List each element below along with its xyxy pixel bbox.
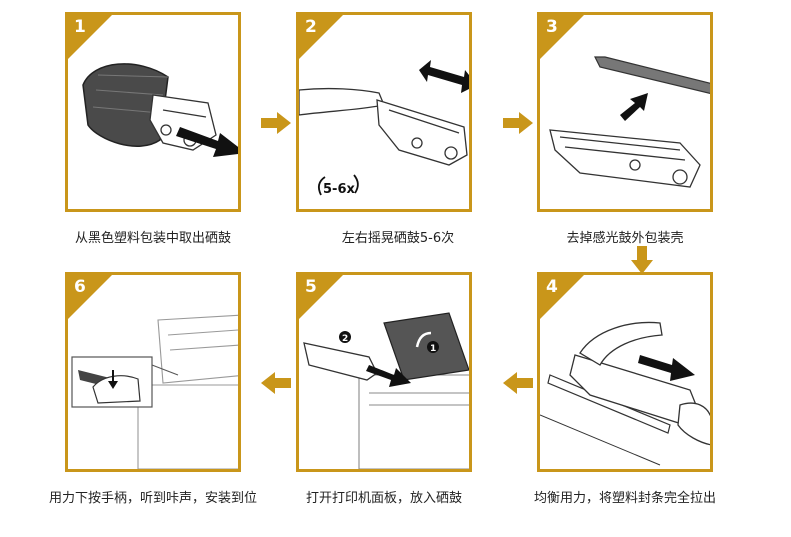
pull-arrow: [176, 127, 238, 157]
step-3-badge: 3: [540, 15, 584, 59]
step-2-panel: 2 5-6x: [296, 12, 472, 212]
protective-cover: [594, 56, 710, 95]
step-4-caption: 均衡用力，将塑料封条完全拉出: [533, 491, 716, 506]
step-2-caption: 左右摇晃硒鼓5-6次: [341, 231, 455, 246]
step-5-caption: 打开打印机面板，放入硒鼓: [305, 491, 462, 506]
flow-arrow-4-5: [503, 372, 533, 394]
step-6-illustration: [71, 314, 238, 469]
pull-arrow: [638, 355, 695, 381]
step-3-caption: 去掉感光鼓外包装壳: [566, 231, 684, 246]
marker-1: [427, 341, 439, 353]
seal-strip: [547, 374, 671, 434]
zoom-inset: [71, 356, 153, 408]
printer-lid: [383, 312, 469, 381]
step-5-panel: 5 1 2: [296, 272, 472, 472]
step-6-panel: 6: [65, 272, 241, 472]
flow-arrow-3-4: [631, 246, 653, 274]
hand-right: [677, 402, 710, 446]
toner-cartridge: [303, 342, 378, 381]
step-1-number: 1: [74, 17, 86, 37]
flow-arrow-5-6: [261, 372, 291, 394]
flow-arrow-1-2: [261, 112, 291, 134]
step-5-illustration: 1 2: [303, 312, 469, 469]
step-6-caption: 用力下按手柄，听到咔声，安装到位: [48, 491, 257, 506]
step-4-number: 4: [546, 277, 558, 297]
step-6-number: 6: [74, 277, 86, 297]
shake-arrow: [419, 60, 469, 93]
step-6-badge: 6: [68, 275, 112, 319]
step-4-badge: 4: [540, 275, 584, 319]
marker-2-label: 2: [342, 334, 348, 344]
hand: [92, 375, 141, 404]
step-4-panel: 4: [537, 272, 713, 472]
toner-cartridge: [549, 129, 701, 188]
printer-body: [137, 314, 238, 469]
insert-arrow: [366, 365, 411, 387]
step-2-badge: 2: [299, 15, 343, 59]
step-4-illustration: [540, 321, 710, 466]
step-3-number: 3: [546, 17, 558, 37]
step-3-illustration: [549, 56, 710, 188]
step-5-badge: 5: [299, 275, 343, 319]
step-1-illustration: [82, 63, 238, 157]
step-2-illustration: 5-6x: [299, 60, 469, 197]
marker-1-label: 1: [430, 344, 436, 354]
step-5-number: 5: [305, 277, 317, 297]
step-1-badge: 1: [68, 15, 112, 59]
lift-arrow: [620, 93, 648, 121]
step-2-number: 2: [305, 17, 317, 37]
hand-left: [579, 321, 663, 366]
step-1-caption: 从黑色塑料包装中取出硒鼓: [74, 231, 231, 246]
shake-count-label: 5-6x: [323, 182, 355, 197]
toner-cartridge: [376, 99, 468, 166]
hand: [299, 87, 385, 116]
printer-body: [358, 374, 469, 469]
flow-arrow-2-3: [503, 112, 533, 134]
step-1-panel: 1: [65, 12, 241, 212]
step-3-panel: 3: [537, 12, 713, 212]
marker-2: [339, 331, 351, 343]
